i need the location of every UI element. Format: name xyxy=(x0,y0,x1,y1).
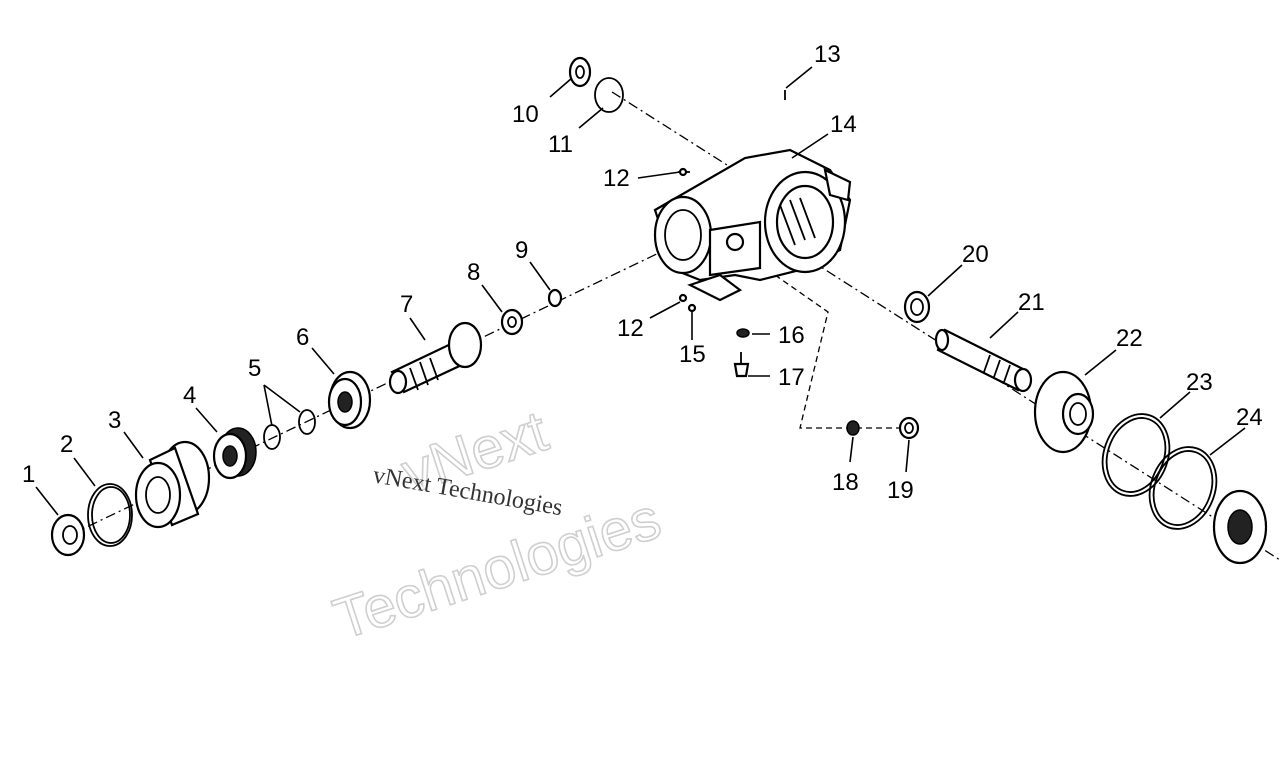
part-pinion-shaft-7 xyxy=(388,321,483,395)
part-output-shaft-21 xyxy=(934,328,1033,393)
callout-10: 10 xyxy=(512,101,539,128)
callout-1: 1 xyxy=(22,461,35,488)
right-axis xyxy=(809,259,1280,561)
watermark: vNext Technologies vNext Technologies xyxy=(325,398,669,653)
callout-5: 5 xyxy=(248,355,261,382)
callout-22: 22 xyxy=(1116,325,1143,352)
part-nut-1 xyxy=(50,513,86,557)
part-o-ring-11 xyxy=(594,77,624,113)
callout-labels: 1 2 3 4 5 6 7 8 9 10 11 12 12 13 14 15 1… xyxy=(22,41,1263,504)
part-plug-12-lower xyxy=(678,293,688,303)
callout-13: 13 xyxy=(814,41,841,68)
callout-6: 6 xyxy=(296,324,309,351)
part-bearing-4 xyxy=(212,427,257,480)
callout-8: 8 xyxy=(467,259,480,286)
callout-7: 7 xyxy=(400,291,413,318)
part-gasket-24 xyxy=(1148,446,1218,530)
callout-19: 19 xyxy=(887,477,914,504)
assembly-axes xyxy=(69,91,1280,561)
top-axis xyxy=(611,91,736,171)
callout-23: 23 xyxy=(1186,369,1213,396)
leader-lines xyxy=(35,66,1246,516)
part-bolt-17 xyxy=(733,352,750,378)
callout-11: 11 xyxy=(548,131,573,158)
callout-14: 14 xyxy=(830,111,857,138)
callout-18: 18 xyxy=(832,469,859,496)
callout-20: 20 xyxy=(962,241,989,268)
callout-9: 9 xyxy=(515,237,528,264)
part-gasket-23 xyxy=(1101,413,1171,497)
callout-21: 21 xyxy=(1018,289,1045,316)
part-seal-10 xyxy=(568,56,592,88)
callout-12-upper: 12 xyxy=(603,165,630,192)
callout-4: 4 xyxy=(183,382,196,409)
callout-15: 15 xyxy=(679,341,706,368)
part-housing-14 xyxy=(653,148,852,302)
part-bearing-right-edge xyxy=(1212,489,1268,565)
watermark-big-line2: Technologies xyxy=(326,486,668,652)
part-collar-8 xyxy=(500,308,524,336)
drain-axis xyxy=(774,274,905,429)
part-bearing-6 xyxy=(327,370,372,430)
part-washer-18 xyxy=(846,420,860,436)
part-flange-22 xyxy=(1033,370,1095,454)
callout-16: 16 xyxy=(778,322,805,349)
callout-12-lower: 12 xyxy=(617,315,644,342)
part-spacer-20 xyxy=(903,290,931,324)
part-washer-16 xyxy=(736,328,750,338)
part-washer-9 xyxy=(547,288,563,308)
callout-17: 17 xyxy=(778,364,805,391)
callout-3: 3 xyxy=(108,407,121,434)
part-pin-15 xyxy=(687,303,697,313)
part-retainer-3 xyxy=(134,440,211,529)
part-plug-19 xyxy=(898,416,920,440)
part-o-ring-2 xyxy=(87,483,133,547)
callout-24: 24 xyxy=(1236,404,1263,431)
callout-2: 2 xyxy=(60,431,73,458)
